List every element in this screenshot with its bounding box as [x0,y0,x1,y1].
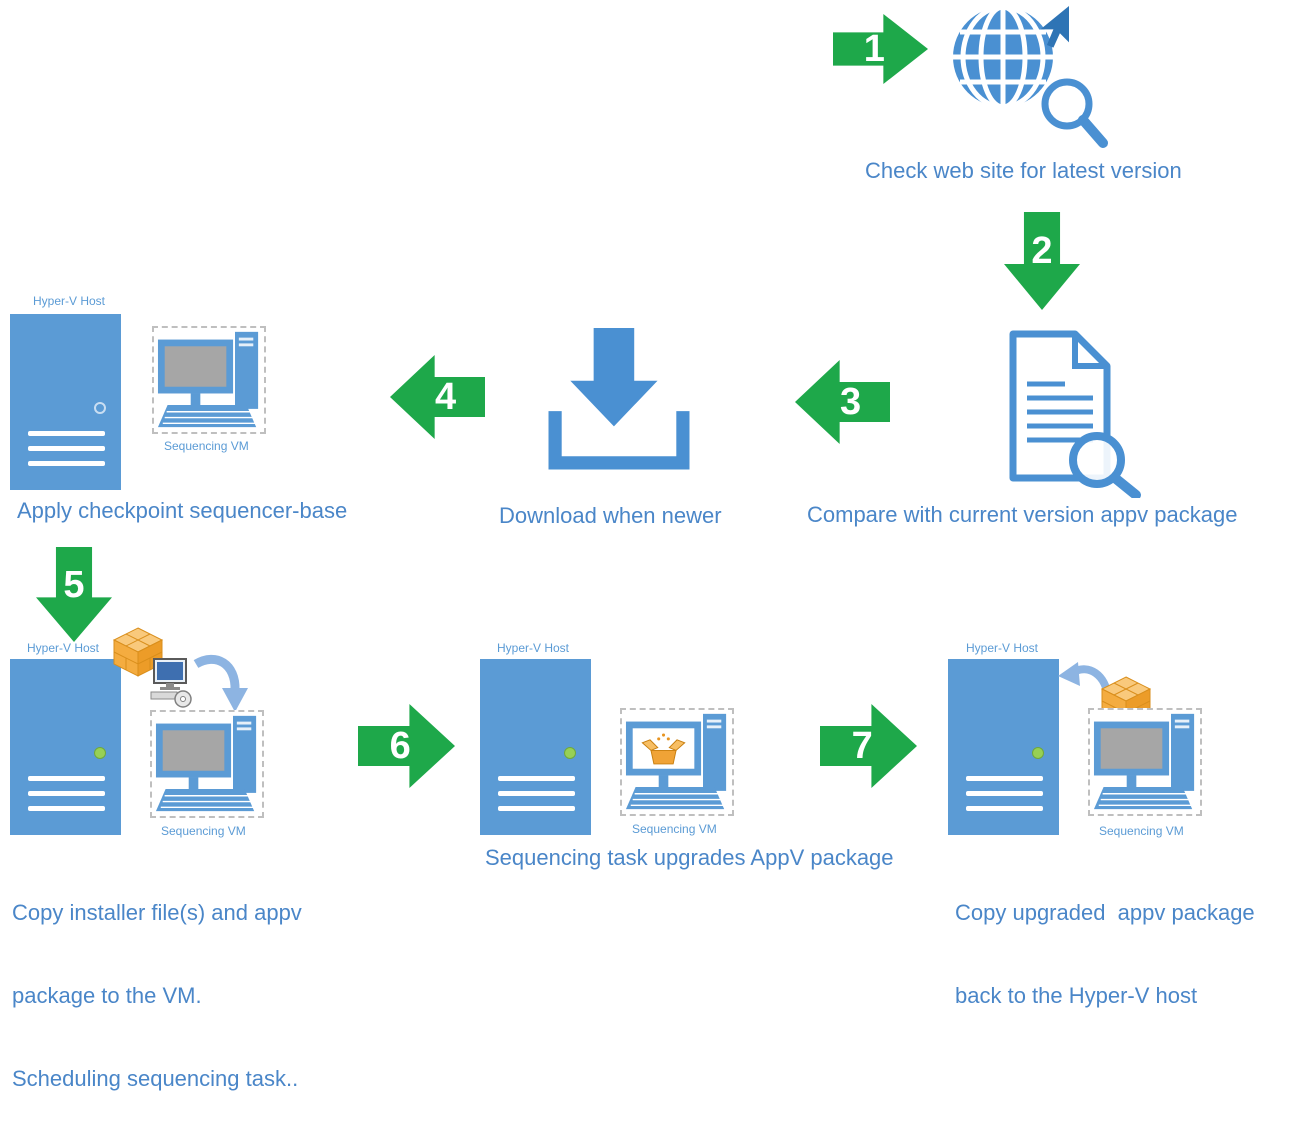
server-slot-bar [966,806,1043,811]
sequencing-vm-label: Sequencing VM [164,439,249,453]
server-slot-bar [28,791,105,796]
hyperv-host-label: Hyper-V Host [497,641,570,655]
step-1-arrow: 1 [833,14,928,84]
hyperv-host-label: Hyper-V Host [33,294,106,308]
step-5-caption-line-3: Scheduling sequencing task.. [12,1066,299,1091]
hyperv-host-server [948,659,1059,835]
step-4-number: 4 [435,376,457,418]
step-7-caption-line-1: Copy upgraded appv package [955,900,1255,925]
step-3-number: 3 [840,381,862,423]
server-slot-bar [966,791,1043,796]
step-6-arrow: 6 [358,704,455,788]
magnifier-icon [1041,78,1108,148]
hyperv-host-server [480,659,591,835]
step-6-caption: Sequencing task upgrades AppV package [485,845,894,870]
server-slot-bar [28,431,105,436]
server-status-icon [1032,747,1044,759]
web-check-icon [945,0,1115,158]
open-package-icon [641,733,686,765]
step-2-number: 2 [1031,230,1053,273]
step-3-arrow: 3 [795,360,890,444]
server-slot-bar [498,776,575,781]
sequencing-vm-icon [152,326,266,434]
server-slot-bar [498,806,575,811]
step-7-caption-line-2: back to the Hyper-V host [955,983,1198,1008]
server-slot-bar [28,776,105,781]
server-status-icon [94,747,106,759]
step-7-caption: Copy upgraded appv package back to the H… [955,845,1255,1063]
step-2-arrow: 2 [1004,212,1080,310]
appv-upgrade-flow-diagram: 1 Check web site for latest ver [10,0,1255,1091]
server-slot-bar [966,776,1043,781]
step-1-number: 1 [863,28,885,70]
sequencing-vm-icon [1088,708,1202,816]
sequencing-vm-upgrading-icon [620,708,734,816]
hyperv-host-server [10,314,121,490]
installer-icon [147,657,193,709]
compare-document-icon [995,328,1145,498]
server-slot-bar [28,446,105,451]
step-5-caption: Copy installer file(s) and appv package … [12,845,302,1146]
step-2-caption: Compare with current version appv packag… [807,502,1238,527]
step-4-caption: Apply checkpoint sequencer-base [17,498,348,523]
step-1-caption: Check web site for latest version [865,158,1182,183]
server-slot-bar [28,806,105,811]
step-3-caption: Download when newer [499,503,722,528]
sequencing-vm-label: Sequencing VM [632,822,717,836]
step-4-arrow: 4 [390,355,485,439]
step-5-caption-line-2: package to the VM. [12,983,202,1008]
download-icon [548,328,690,470]
step-5-number: 5 [63,563,85,606]
copy-curved-arrow-icon [192,652,248,714]
server-slot-bar [498,791,575,796]
sequencing-vm-label: Sequencing VM [1099,824,1184,838]
hyperv-host-server [10,659,121,835]
step-5-arrow: 5 [36,547,112,642]
sequencing-vm-icon [150,710,264,818]
server-indicator-icon [94,402,106,414]
hyperv-host-label: Hyper-V Host [966,641,1039,655]
server-status-icon [564,747,576,759]
magnifier-icon [1069,432,1141,498]
hyperv-host-label: Hyper-V Host [27,641,100,655]
cursor-icon [1040,6,1069,48]
step-7-number: 7 [851,725,873,767]
server-slot-bar [28,461,105,466]
step-6-number: 6 [389,725,411,767]
step-7-arrow: 7 [820,704,917,788]
globe-icon [953,4,1053,110]
sequencing-vm-label: Sequencing VM [161,824,246,838]
step-5-caption-line-1: Copy installer file(s) and appv [12,900,302,925]
